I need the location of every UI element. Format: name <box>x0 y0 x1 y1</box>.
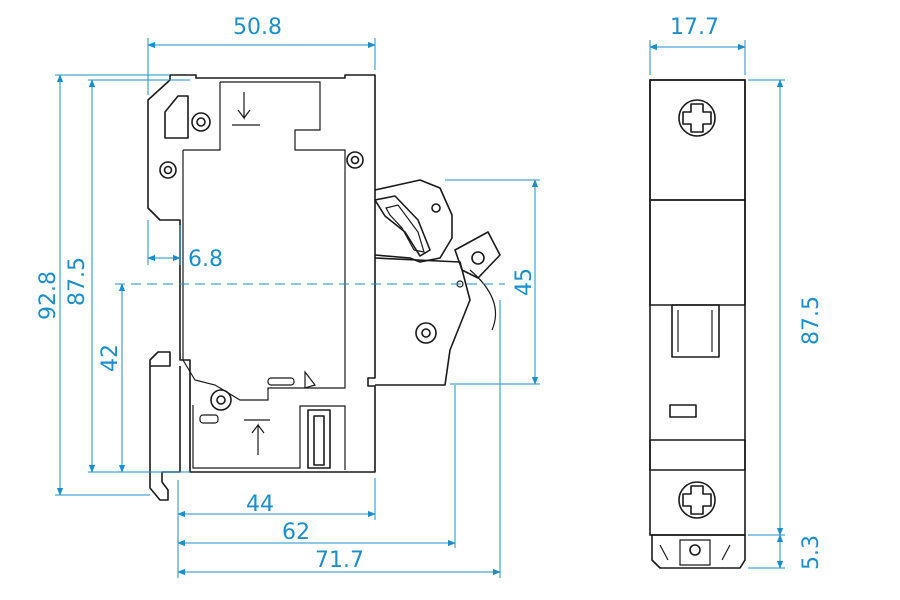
top-latch <box>164 95 189 139</box>
front-screw-bottom <box>678 481 716 519</box>
dim-front-bottom: 5.3 <box>799 535 824 570</box>
side-view <box>147 74 501 501</box>
front-body <box>649 79 746 536</box>
front-screw-top <box>678 99 716 137</box>
din-clip <box>149 351 181 501</box>
screw-top-left <box>191 112 211 132</box>
dim-depth-62: 62 <box>282 520 310 545</box>
slot-mark <box>267 377 295 386</box>
dim-height-outer: 92.8 <box>36 271 61 320</box>
dimension-lines: 50.8 92.8 87.5 42 6.8 45 44 <box>36 15 824 578</box>
dim-overall-width: 50.8 <box>233 15 282 40</box>
mid-tab <box>304 370 317 389</box>
side-body-outline <box>147 74 376 473</box>
dim-rail-offset: 6.8 <box>188 247 223 272</box>
indicator-window <box>669 404 697 418</box>
lower-compartment <box>192 405 346 470</box>
dim-height-inner: 87.5 <box>65 257 90 306</box>
screw-lower <box>415 322 437 344</box>
arrow-up-glyph <box>244 419 270 455</box>
lower-housing <box>374 257 471 386</box>
dim-toggle-span: 45 <box>512 268 537 296</box>
terminal-block <box>307 409 331 469</box>
screw-left <box>159 161 177 179</box>
dim-front-height: 87.5 <box>799 296 824 345</box>
screw-right <box>346 151 364 169</box>
toggle-front <box>671 304 720 358</box>
front-mid-band <box>649 439 746 471</box>
dim-depth-44: 44 <box>246 492 274 517</box>
upper-compartment <box>220 81 346 170</box>
front-bottom-clip <box>651 534 746 569</box>
main-compartment <box>182 82 346 401</box>
toggle-lever <box>374 195 431 257</box>
dim-center-height: 42 <box>98 344 123 372</box>
arc-guide <box>469 269 497 331</box>
toggle-slot <box>385 204 425 253</box>
dim-module-width: 17.7 <box>670 15 719 40</box>
front-view <box>649 79 746 569</box>
dim-depth-717: 71.7 <box>315 548 364 573</box>
arrow-down-glyph <box>232 92 260 126</box>
screw-bottom <box>210 389 232 411</box>
